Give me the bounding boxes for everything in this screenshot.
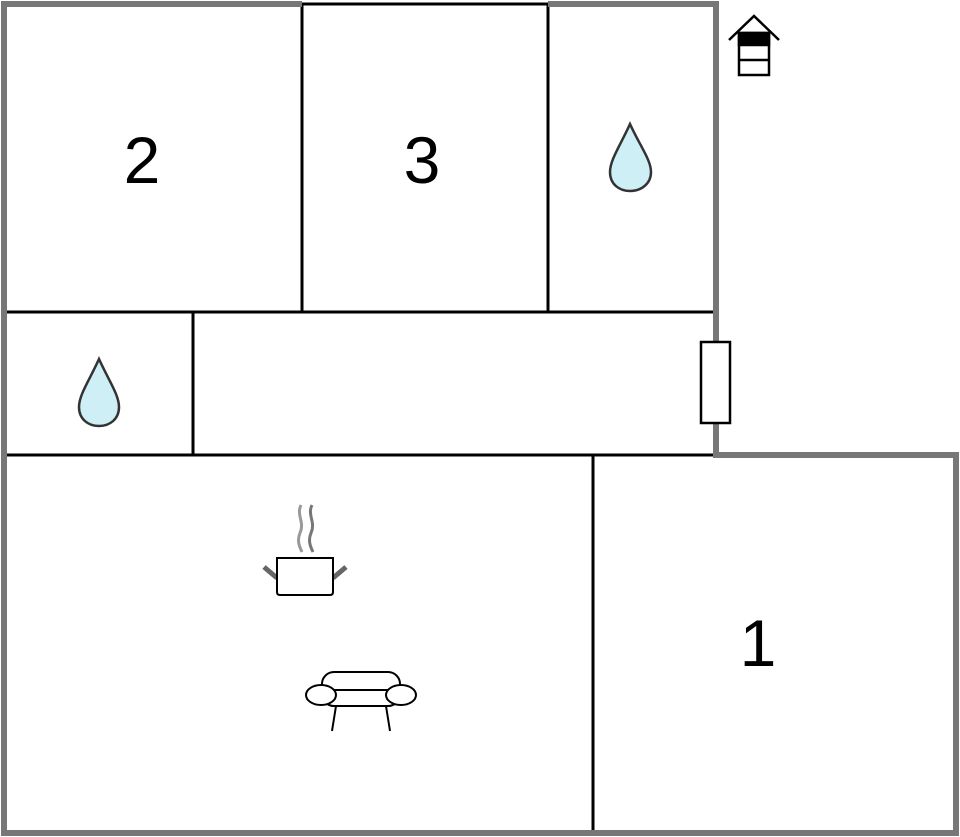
water-drop-icon bbox=[608, 120, 653, 193]
entrance-house-icon bbox=[728, 14, 780, 77]
room-label-1: 1 bbox=[740, 606, 777, 680]
door-icon bbox=[699, 340, 732, 425]
room-label-3: 3 bbox=[404, 123, 441, 197]
room-label-2: 2 bbox=[124, 123, 161, 197]
water-drop-icon bbox=[77, 355, 121, 428]
cooking-pot-icon bbox=[262, 504, 348, 596]
sofa-icon bbox=[305, 671, 417, 732]
inner-walls bbox=[4, 2, 726, 833]
